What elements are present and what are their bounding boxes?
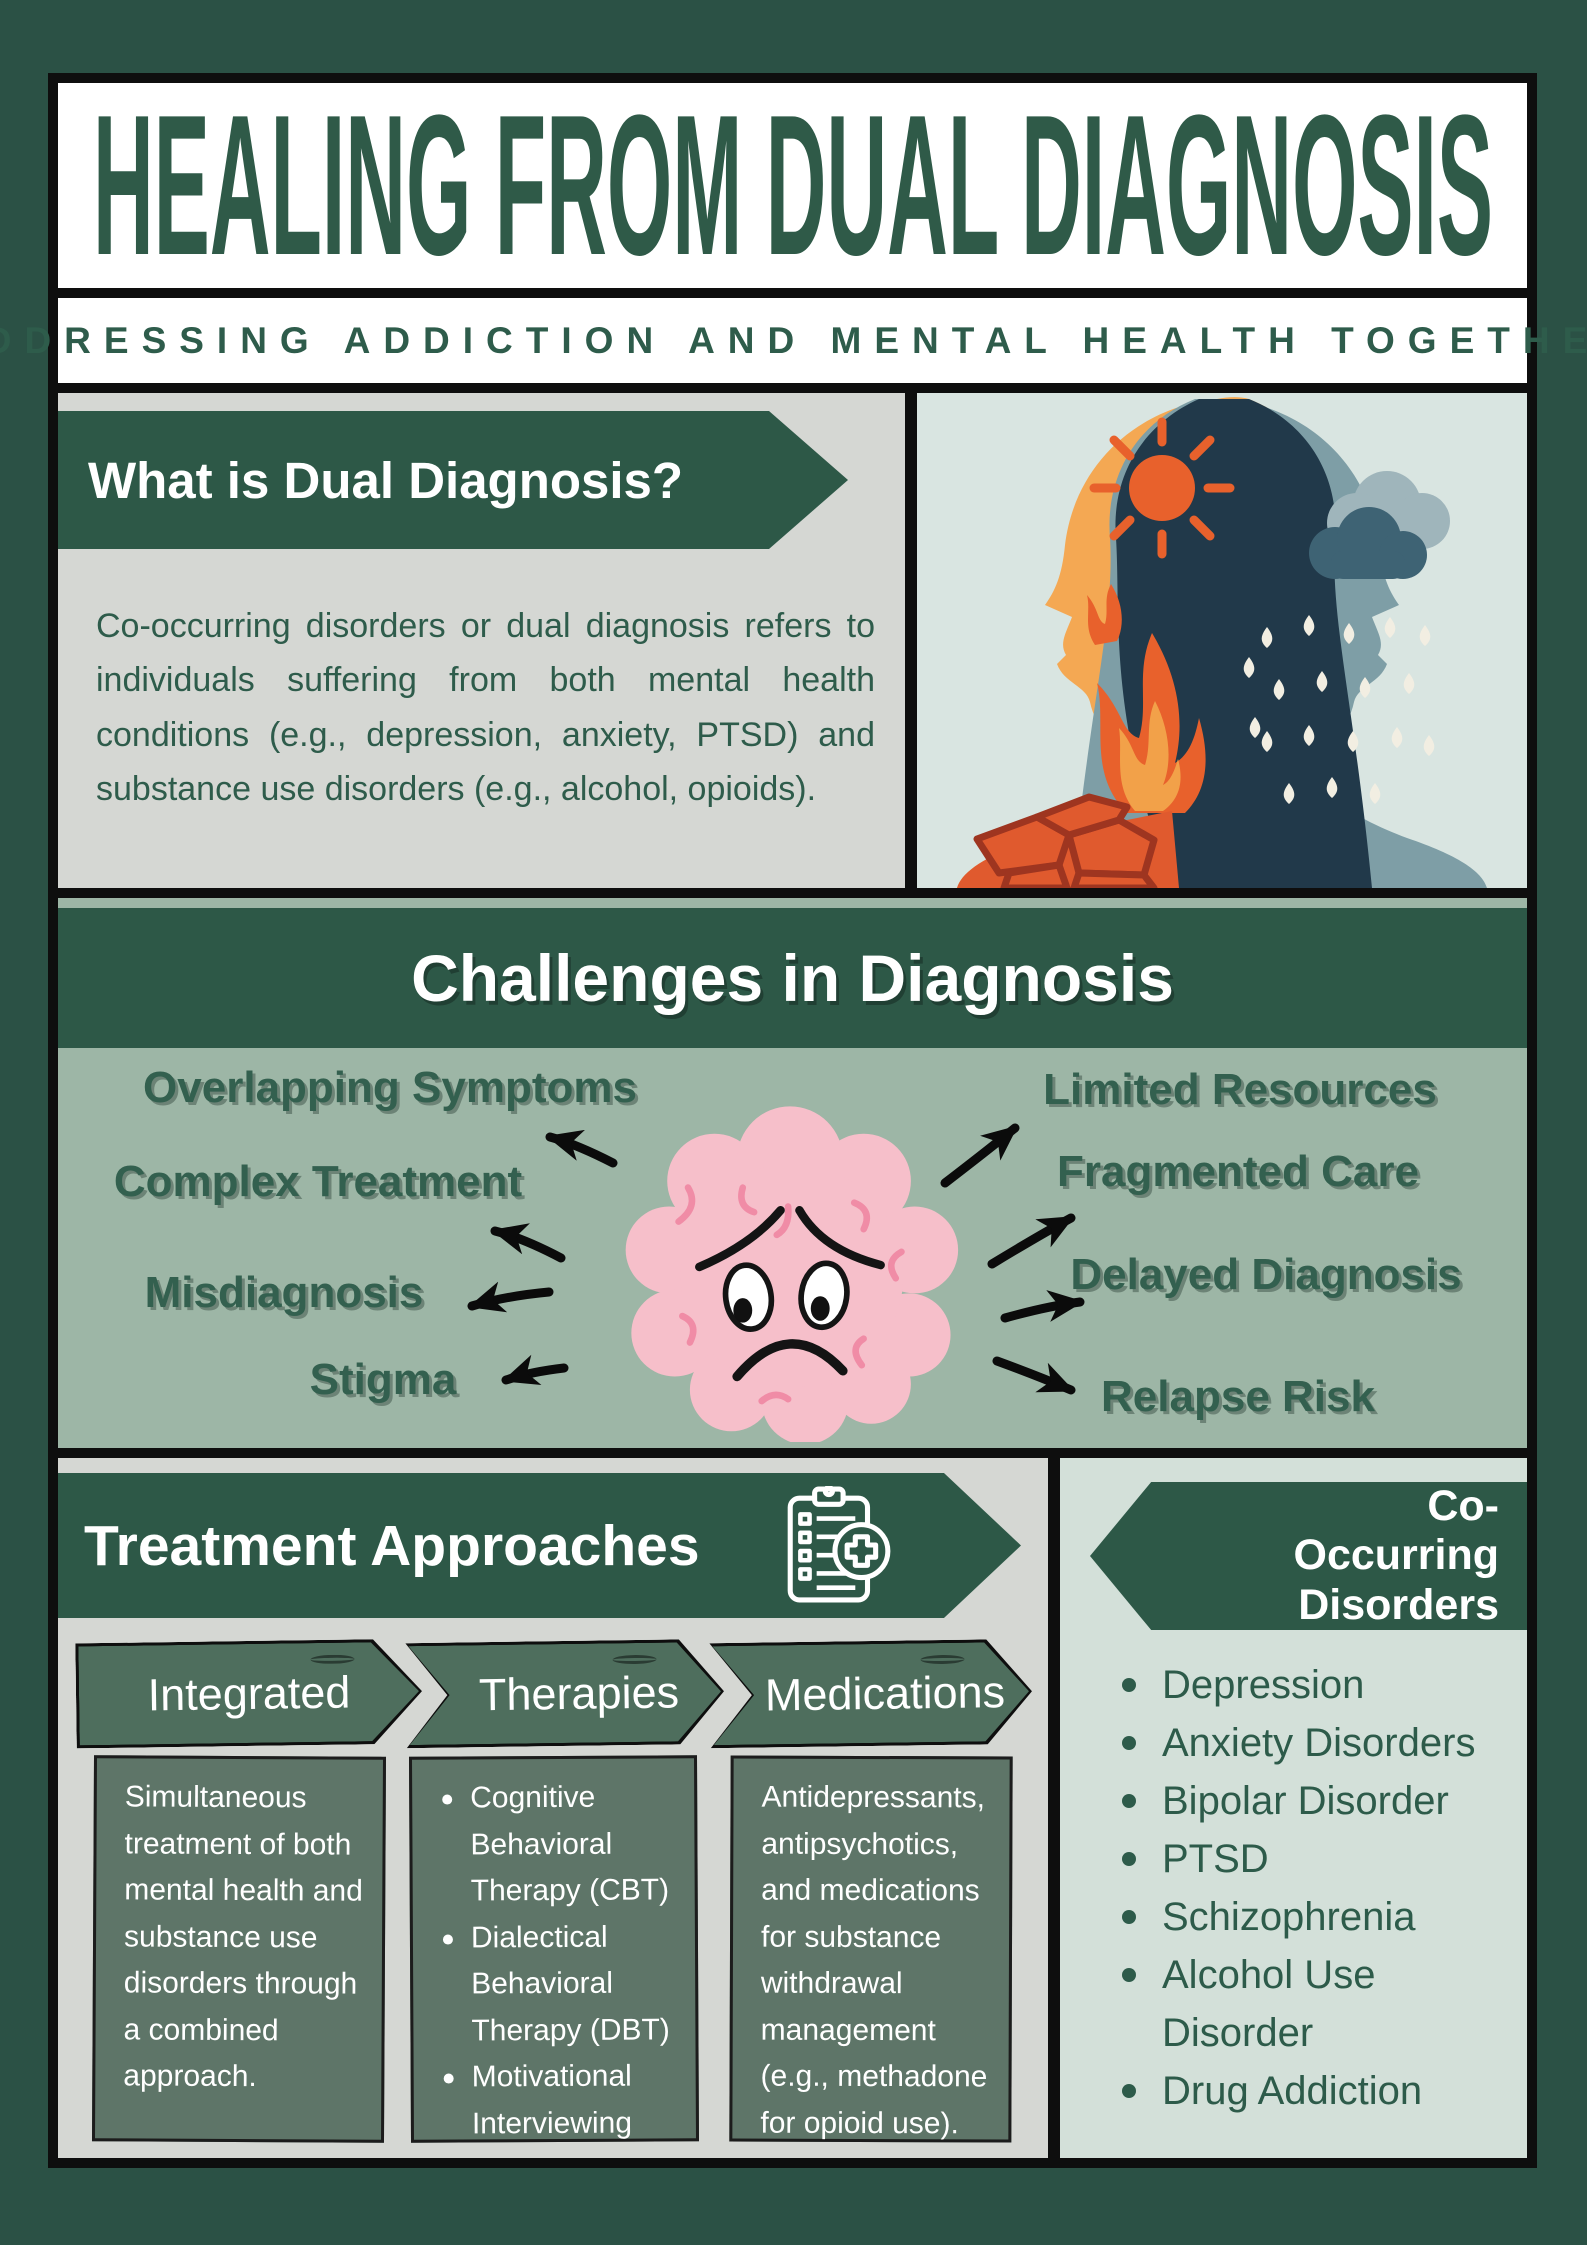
therapies-list: Cognitive Behavioral Therapy (CBT) Diale… xyxy=(434,1774,678,2147)
subtitle-box: ADDRESSING ADDICTION AND MENTAL HEALTH T… xyxy=(0,288,1587,393)
column-header-integrated: Integrated xyxy=(75,1639,422,1749)
poster-title: HEALING FROM DUAL DIAGNOSIS xyxy=(93,86,1493,286)
challenges-heading: Challenges in Diagnosis xyxy=(411,941,1174,1015)
title-box: HEALING FROM DUAL DIAGNOSIS xyxy=(48,73,1537,298)
treatment-heading-banner: Treatment Approaches xyxy=(58,1473,1021,1618)
dual-heads-illustration xyxy=(917,393,1527,888)
list-item: Cognitive Behavioral Therapy (CBT) xyxy=(434,1774,677,1915)
section-divider xyxy=(1048,1458,1060,2158)
list-item: Motivational Interviewing xyxy=(436,2053,678,2147)
treatment-heading: Treatment Approaches xyxy=(84,1513,700,1578)
flame-icon xyxy=(1087,584,1206,813)
sun-icon xyxy=(1089,417,1235,559)
column-body-therapies: Cognitive Behavioral Therapy (CBT) Diale… xyxy=(408,1755,700,2143)
challenge-label: Fragmented Care xyxy=(1057,1147,1419,1196)
cracked-neck xyxy=(957,793,1179,888)
challenge-label: Relapse Risk xyxy=(1101,1372,1375,1421)
column-text: Simultaneous treatment of both mental he… xyxy=(123,1780,363,2094)
list-item: Alcohol Use Disorder xyxy=(1110,1946,1511,2062)
list-item: Depression xyxy=(1110,1656,1511,1714)
list-item: Schizophrenia xyxy=(1110,1888,1511,1946)
bottom-section: Treatment Approaches xyxy=(48,1448,1537,2168)
what-heading: What is Dual Diagnosis? xyxy=(88,451,684,509)
challenge-label: Complex Treatment xyxy=(113,1157,523,1206)
column-body-integrated: Simultaneous treatment of both mental he… xyxy=(91,1755,387,2143)
what-body-text: Co-occurring disorders or dual diagnosis… xyxy=(96,607,875,809)
challenges-heading-banner: Challenges in Diagnosis xyxy=(58,908,1527,1048)
column-label: Medications xyxy=(764,1665,1006,1720)
illustration-pane xyxy=(917,393,1527,888)
challenge-label: Limited Resources xyxy=(1043,1065,1437,1114)
raindrops xyxy=(1243,615,1435,804)
clipboard-medical-icon xyxy=(787,1485,891,1602)
list-item: Drug Addiction xyxy=(1110,2062,1511,2120)
what-section: What is Dual Diagnosis? Co-occurring dis… xyxy=(48,383,1537,898)
challenge-label: Misdiagnosis xyxy=(144,1268,424,1317)
poster-subtitle: ADDRESSING ADDICTION AND MENTAL HEALTH T… xyxy=(0,319,1587,361)
column-header-medications: Medications xyxy=(709,1639,1032,1748)
column-header-therapies: Therapies xyxy=(405,1639,724,1748)
list-item: Dialectical Behavioral Therapy (DBT) xyxy=(435,1914,678,2055)
cooccurring-pane: Co-Occurring Disorders Depression Anxiet… xyxy=(1060,1458,1527,2158)
sketch-mark xyxy=(920,1655,964,1665)
list-item: Bipolar Disorder xyxy=(1110,1772,1511,1830)
sketch-mark xyxy=(612,1655,656,1665)
what-heading-banner: What is Dual Diagnosis? xyxy=(58,411,848,549)
list-item: PTSD xyxy=(1110,1830,1511,1888)
what-text-pane: What is Dual Diagnosis? Co-occurring dis… xyxy=(58,393,905,888)
list-item: Anxiety Disorders xyxy=(1110,1714,1511,1772)
treatment-pane: Treatment Approaches xyxy=(58,1458,1048,2158)
sad-brain-icon xyxy=(620,1090,960,1445)
cooccurring-heading: Co-Occurring Disorders xyxy=(1293,1481,1500,1629)
column-text: Antidepressants, antipsychotics, and med… xyxy=(760,1780,988,2140)
challenge-label: Overlapping Symptoms xyxy=(143,1063,637,1112)
column-label: Therapies xyxy=(478,1665,680,1720)
column-body-medications: Antidepressants, antipsychotics, and med… xyxy=(729,1755,1013,2143)
sketch-mark xyxy=(310,1655,354,1665)
poster-title-svg: HEALING FROM DUAL DIAGNOSIS xyxy=(93,86,1493,286)
challenge-label: Stigma xyxy=(309,1355,457,1404)
cooccurring-list: Depression Anxiety Disorders Bipolar Dis… xyxy=(1110,1656,1511,2120)
challenges-section: Challenges in Diagnosis Overlapping Symp… xyxy=(48,888,1537,1458)
section-divider xyxy=(905,393,917,888)
challenge-label: Delayed Diagnosis xyxy=(1070,1250,1462,1299)
cooccurring-heading-banner: Co-Occurring Disorders xyxy=(1090,1482,1527,1630)
cloud-icon xyxy=(1309,471,1450,579)
column-label: Integrated xyxy=(147,1666,351,1720)
